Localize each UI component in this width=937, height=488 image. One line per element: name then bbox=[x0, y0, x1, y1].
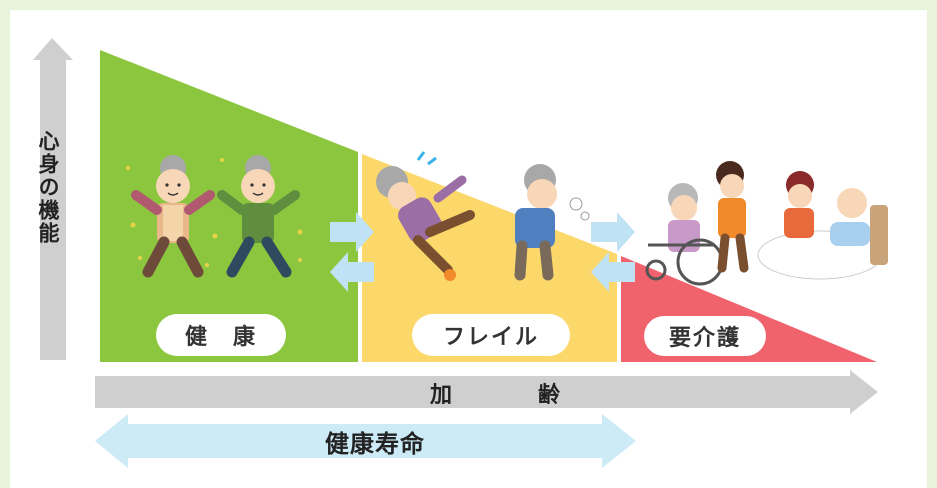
aging-label: 加 齢 bbox=[430, 378, 560, 408]
care-zone-label: 要介護 bbox=[644, 316, 766, 356]
aging-label-char-1: 加 bbox=[430, 383, 453, 408]
transition-arrow-left-1 bbox=[330, 252, 374, 292]
tired-elder-figure bbox=[514, 164, 590, 281]
function-axis-label: 心身の機能 bbox=[36, 130, 60, 245]
falling-elder-figure bbox=[376, 151, 475, 281]
aging-arrow bbox=[95, 370, 878, 414]
transition-arrow-right-2 bbox=[591, 212, 635, 252]
healthy-elder-woman-figure bbox=[131, 155, 215, 278]
sparkles bbox=[126, 158, 303, 267]
healthy-lifespan-label: 健康寿命 bbox=[325, 429, 425, 458]
transition-arrow-left-2 bbox=[591, 252, 635, 292]
function-axis-arrow bbox=[33, 38, 73, 360]
lifespan-arrow bbox=[95, 414, 636, 468]
healthy-zone-label: 健 康 bbox=[156, 314, 286, 356]
healthy-elder-man-figure bbox=[217, 155, 300, 278]
frailty-zone-label: フレイル bbox=[412, 314, 570, 356]
aging-label-char-2: 齢 bbox=[537, 383, 560, 408]
bed-care-figure bbox=[757, 171, 888, 280]
transition-arrow-right-1 bbox=[330, 212, 374, 252]
wheelchair-care-figure bbox=[645, 161, 749, 286]
